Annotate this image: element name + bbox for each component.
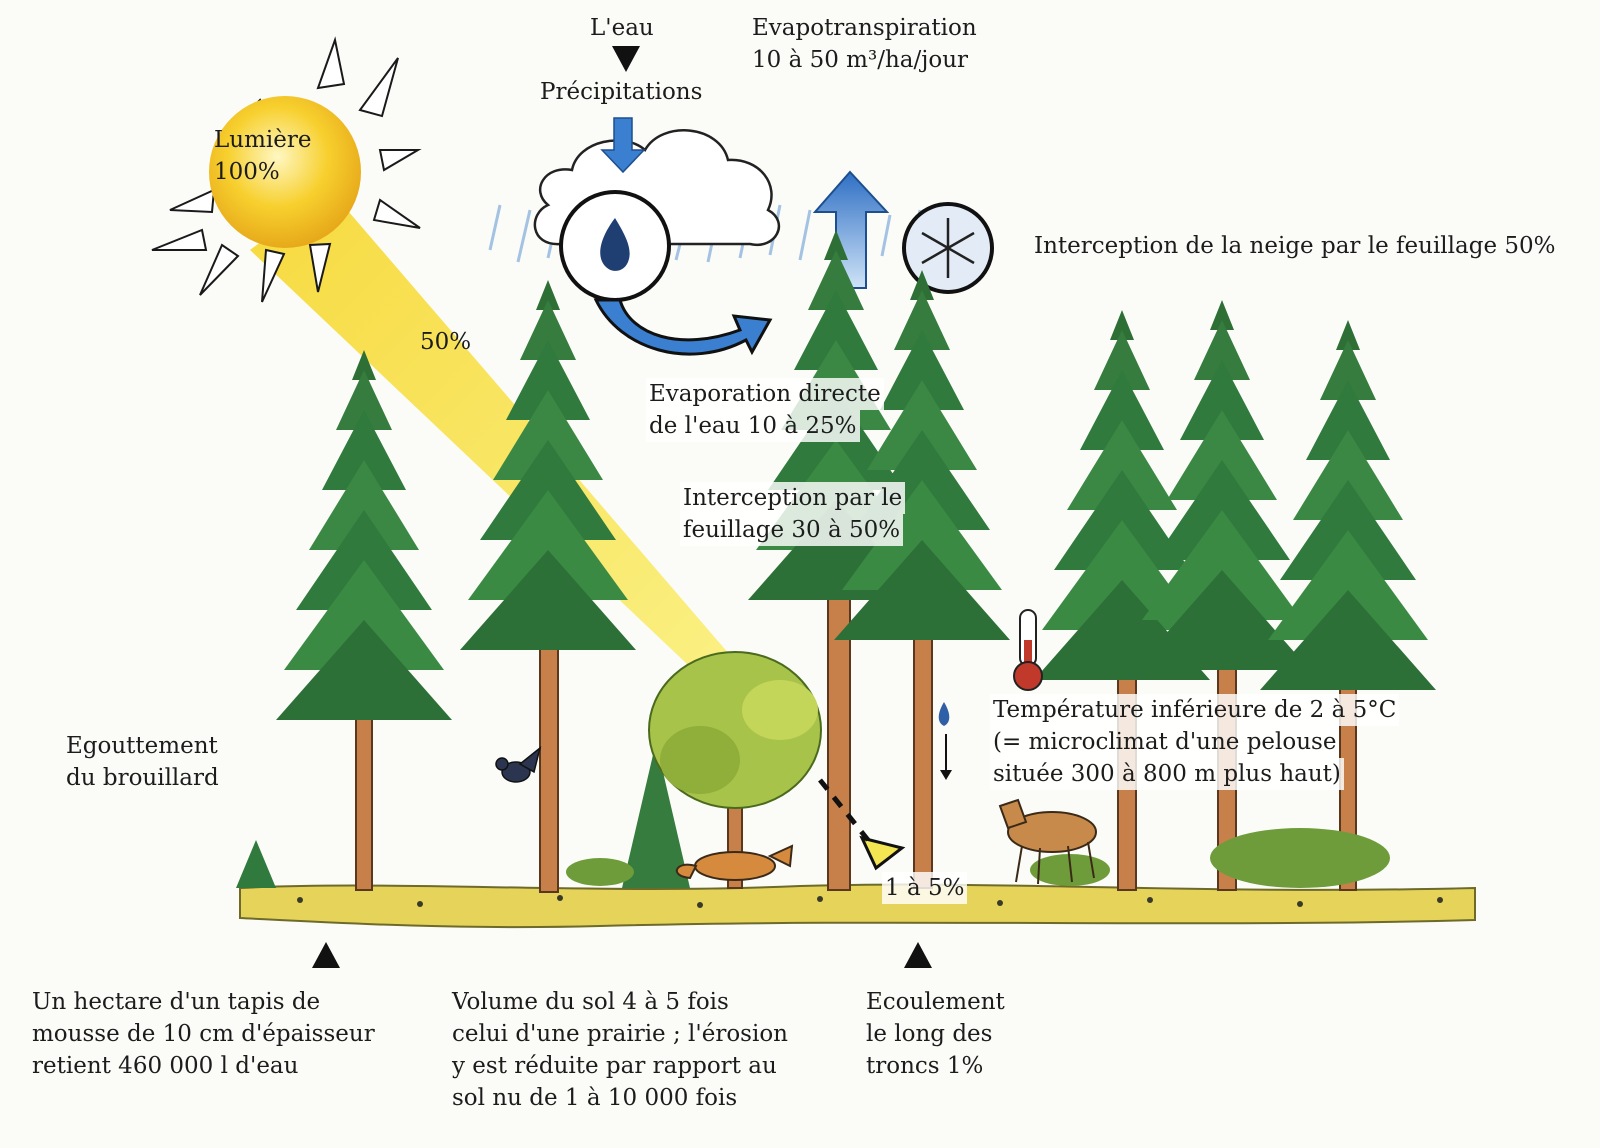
trunk-flow-line-3: troncs 1% [866, 1053, 984, 1079]
light-line-2: 100% [214, 159, 280, 185]
soil-line-3: y est réduite par rapport au [452, 1053, 777, 1079]
deciduous-tree [648, 651, 822, 889]
fog-drip-line-2: du brouillard [66, 765, 219, 791]
moss-line-3: retient 460 000 l d'eau [32, 1053, 299, 1079]
snowflake-icon [902, 202, 994, 294]
ground-light-arrow [859, 835, 906, 871]
trunk-flow-line-1: Ecoulement [866, 989, 1005, 1015]
foliage-interception-line-1: Interception par le [680, 482, 906, 514]
drip-icon [938, 702, 950, 726]
light-label: Lumière 100% [214, 124, 311, 188]
ground-light-label: 1 à 5% [882, 872, 968, 904]
foliage-interception-label: Interception par le feuillage 30 à 50% [680, 482, 906, 546]
light-beam [250, 190, 760, 700]
soil-line-1: Volume du sol 4 à 5 fois [452, 989, 729, 1015]
soil-line-2: celui d'une prairie ; l'érosion [452, 1021, 788, 1047]
temperature-label: Température inférieure de 2 à 5°C (= mic… [990, 694, 1400, 790]
evapotranspiration-arrow [812, 170, 890, 289]
forest-floor [239, 883, 1476, 929]
sun-icon [151, 36, 422, 303]
moss-marker [312, 942, 340, 968]
young-conifer [622, 742, 690, 888]
precipitation-label: Précipitations [540, 79, 703, 105]
evapotranspiration-line-1: Evapotranspiration [752, 15, 977, 41]
water-arrow-marker [612, 46, 640, 72]
thermometer-icon [1013, 609, 1043, 691]
trunk-flow-line-2: le long des [866, 1021, 993, 1047]
soil-line-4: sol nu de 1 à 10 000 fois [452, 1085, 738, 1111]
ground-litter [297, 895, 1443, 908]
temperature-line-3: située 300 à 800 m plus haut) [990, 758, 1344, 790]
light-line-1: Lumière [214, 127, 312, 153]
direct-evaporation-line-2: de l'eau 10 à 25% [646, 410, 860, 442]
chamois-icon [998, 798, 1097, 885]
trunk-flow-marker [904, 942, 932, 968]
water-drop-icon [600, 218, 630, 271]
fog-drip-line-1: Egouttement [66, 733, 218, 759]
ground-light-value: 1 à 5% [882, 872, 968, 904]
evapotranspiration-label: Evapotranspiration 10 à 50 m³/ha/jour [752, 12, 977, 76]
precipitation-arrow [600, 117, 646, 174]
trunk-flow-label: Ecoulement le long des troncs 1% [866, 986, 1005, 1082]
curved-arrow [593, 298, 773, 356]
light-canopy-label: 50% [420, 329, 472, 355]
fox-icon [675, 844, 794, 881]
snow-interception-label: Interception de la neige par le feuillag… [1034, 233, 1556, 259]
shrubs [566, 828, 1390, 888]
temperature-line-1: Température inférieure de 2 à 5°C [990, 694, 1400, 726]
evapotranspiration-line-2: 10 à 50 m³/ha/jour [752, 47, 969, 73]
bird-icon [495, 746, 542, 783]
soil-label: Volume du sol 4 à 5 fois celui d'une pra… [452, 986, 788, 1114]
direct-evaporation-label: Evaporation directe de l'eau 10 à 25% [646, 378, 884, 442]
water-title: L'eau [590, 15, 654, 41]
moss-line-1: Un hectare d'un tapis de [32, 989, 321, 1015]
conifer-7 [1260, 320, 1436, 690]
direct-evaporation-line-1: Evaporation directe [646, 378, 884, 410]
moss-line-2: mousse de 10 cm d'épaisseur [32, 1021, 375, 1047]
foliage-interception-line-2: feuillage 30 à 50% [680, 514, 904, 546]
fog-drip-label: Egouttement du brouillard [66, 730, 219, 794]
temperature-line-2: (= microclimat d'une pelouse [990, 726, 1340, 758]
moss-label: Un hectare d'un tapis de mousse de 10 cm… [32, 986, 375, 1082]
small-conifer [236, 840, 276, 888]
